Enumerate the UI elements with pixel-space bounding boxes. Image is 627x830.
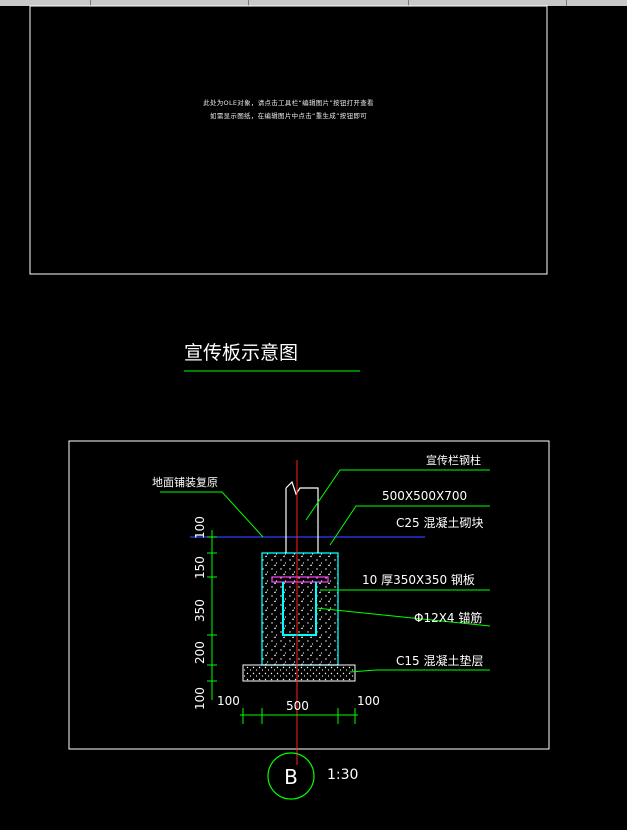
detail-scale: 1:30 [327, 767, 358, 783]
horizontal-dimension: 100 500 100 [217, 694, 380, 724]
callout-plate: 10 厚350X350 钢板 [362, 573, 475, 587]
callout-cushion: C15 混凝土垫层 [396, 653, 483, 668]
detail-label-circle [267, 752, 315, 800]
ole-notice-line-2: 如需显示图纸，在编辑图片中点击“重生成”按钮即可 [210, 112, 367, 120]
callout-block-material: C25 混凝土砌块 [396, 515, 483, 530]
hdim-3: 100 [357, 694, 380, 708]
hdim-2: 500 [286, 699, 309, 713]
steel-post [285, 480, 319, 553]
steel-plate [271, 576, 329, 583]
callout-anchor: Φ12X4 锚筋 [414, 610, 482, 625]
toolbar-separator [408, 0, 409, 6]
vdim-1: 100 [193, 516, 207, 539]
toolbar-separator [248, 0, 249, 6]
top-toolbar-strip [0, 0, 627, 6]
ole-notice-line-1: 此处为OLE对象，请点击工具栏“编辑图片”按钮打开查看 [203, 99, 374, 107]
callout-pavement: 地面铺装复原 [152, 475, 218, 489]
detail-frame [68, 440, 550, 750]
detail-label: B [284, 765, 298, 789]
concrete-cushion [242, 664, 356, 682]
vdim-4: 200 [193, 641, 207, 664]
vdim-5: 100 [193, 687, 207, 710]
toolbar-separator [566, 0, 567, 6]
toolbar-separator [90, 0, 91, 6]
hdim-1: 100 [217, 694, 240, 708]
callout-leaders [160, 469, 491, 673]
callout-post: 宣传栏钢柱 [426, 453, 481, 467]
drawing-title: 宣传板示意图 [184, 342, 298, 364]
vdim-2: 150 [193, 556, 207, 579]
ole-object-frame[interactable] [29, 5, 548, 275]
vertical-dimension: 100 150 350 200 100 [193, 516, 217, 710]
callout-block-size: 500X500X700 [382, 489, 467, 503]
vdim-3: 350 [193, 599, 207, 622]
